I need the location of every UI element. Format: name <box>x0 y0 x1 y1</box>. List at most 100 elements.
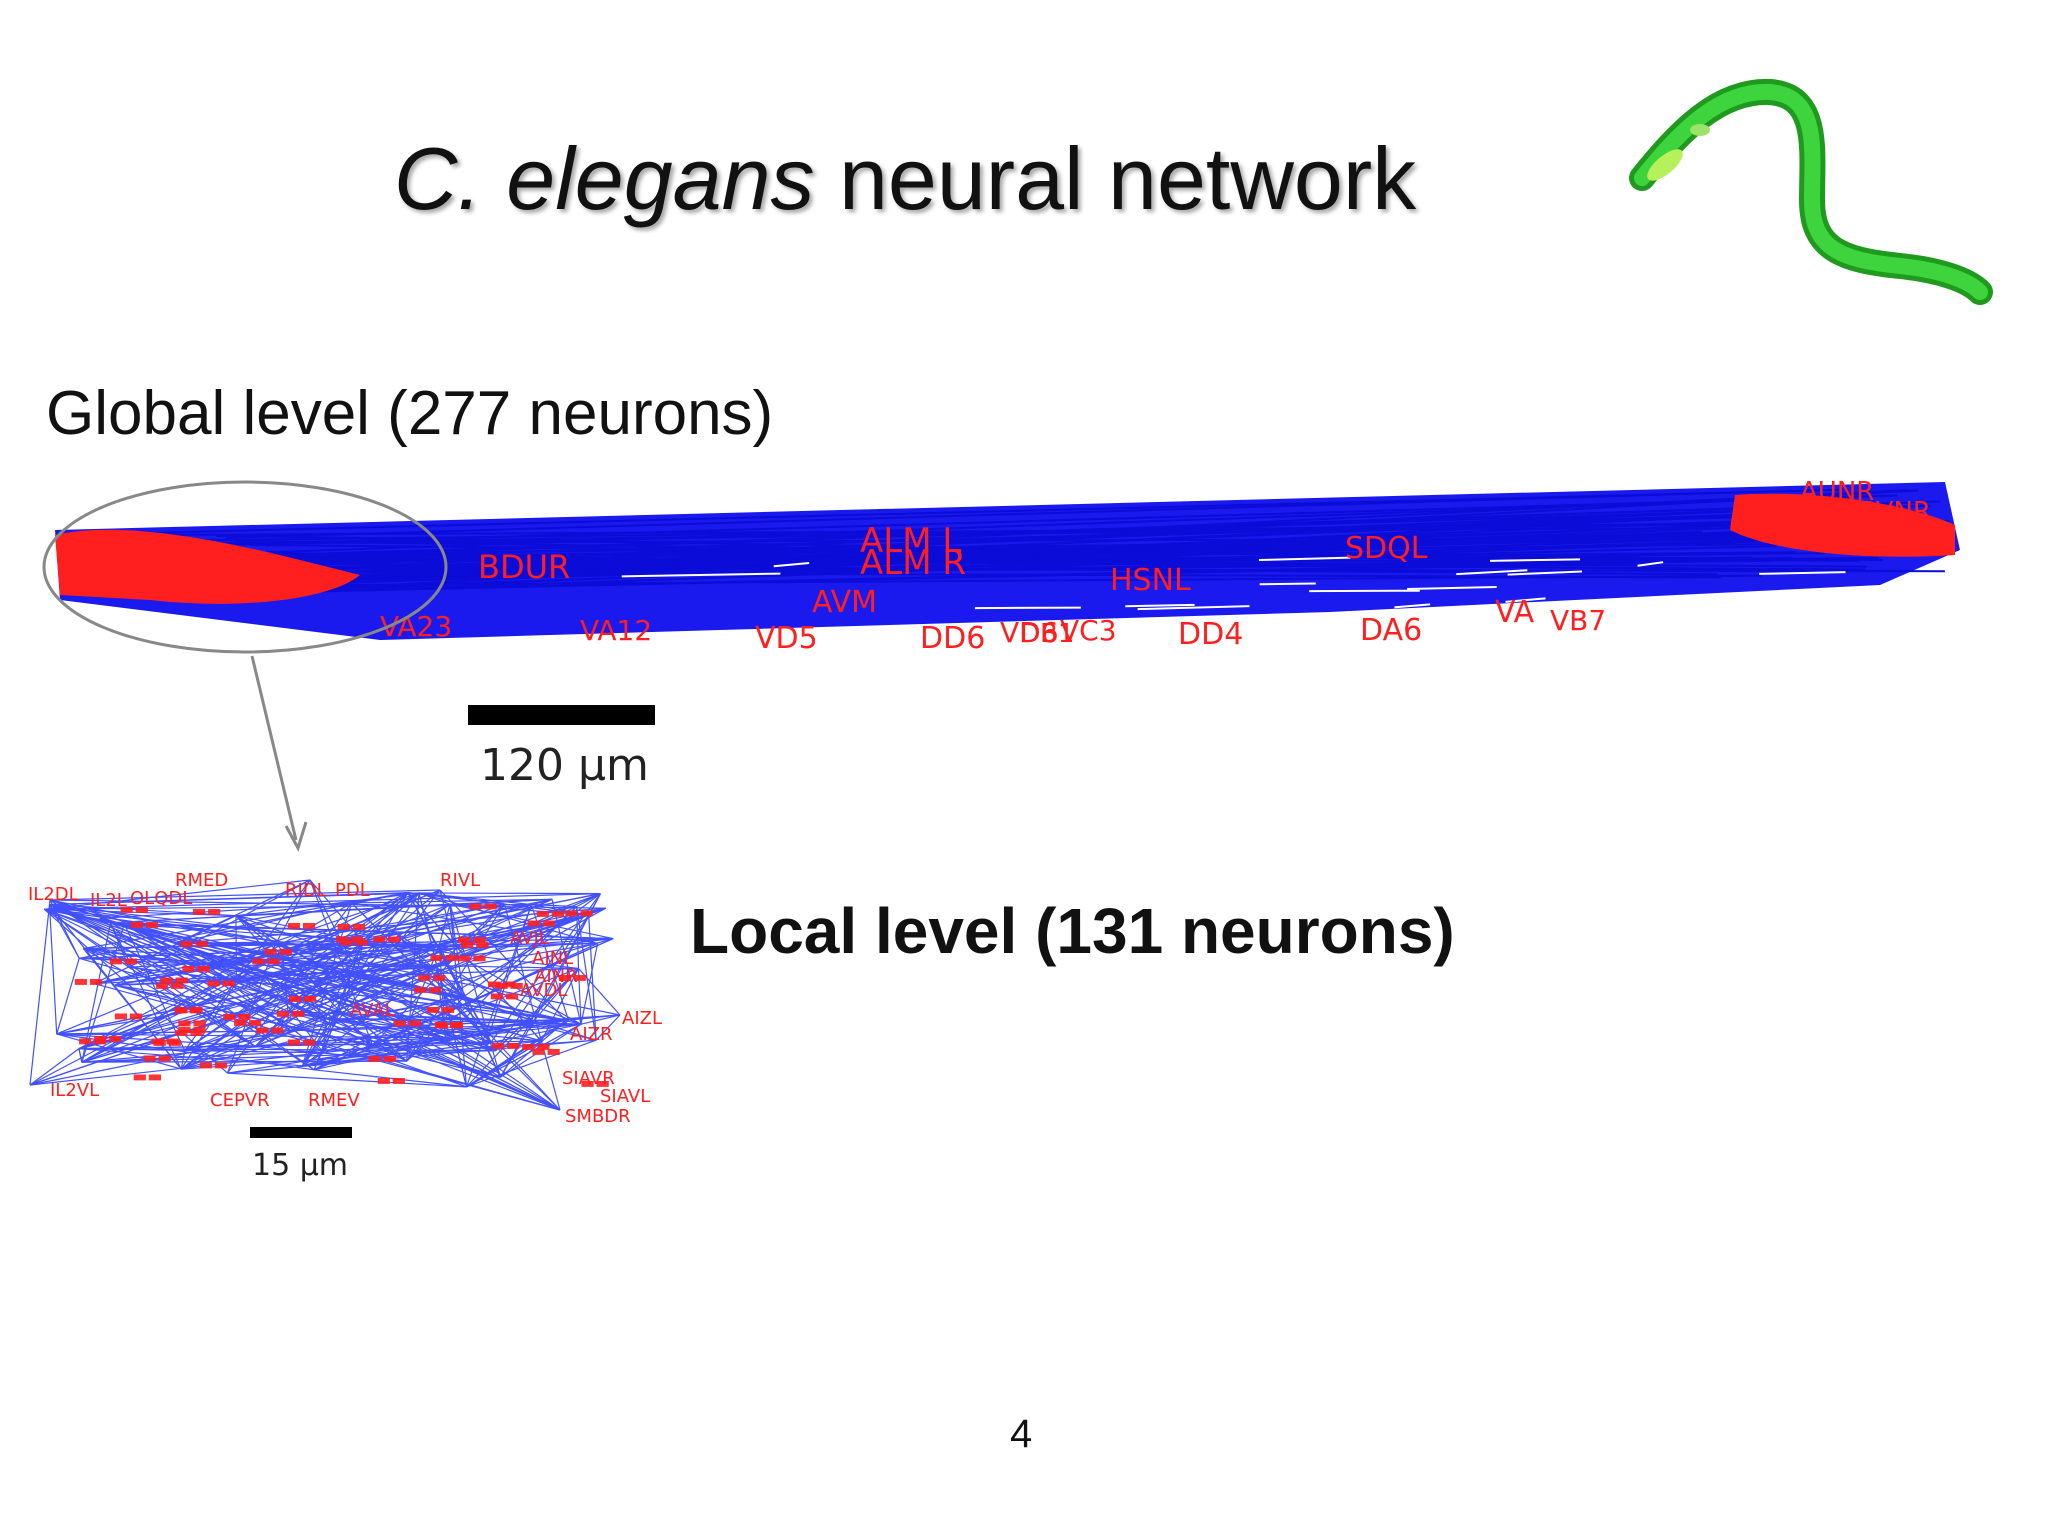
global-neuron-label: HSNL <box>1110 563 1191 598</box>
tail-label-cluster <box>1730 493 1955 557</box>
local-label-clutter: ▬▬ <box>142 1048 172 1067</box>
local-label-clutter: ▬▬ <box>367 1048 397 1067</box>
local-label-clutter: ▬▬ <box>489 986 519 1005</box>
local-neuron-label: AINL <box>532 948 573 969</box>
global-neuron-label: VA12 <box>580 614 652 647</box>
local-label-clutter: ▬▬ <box>119 899 149 918</box>
local-label-clutter: ▬▬ <box>108 950 138 969</box>
local-scale-bar <box>250 1127 352 1138</box>
local-label-clutter: ▬▬ <box>255 1020 285 1039</box>
local-label-clutter: ▬▬ <box>179 933 209 952</box>
local-label-clutter: ▬▬ <box>531 1041 561 1060</box>
global-neuron-label: DA6 <box>1360 613 1422 648</box>
global-neuron-label: PVNR <box>1860 497 1931 527</box>
local-label-clutter: ▬▬ <box>457 947 487 966</box>
page-number: 4 <box>1010 1412 1033 1456</box>
local-label-clutter: ▬▬ <box>263 941 293 960</box>
global-neuron-label: VA <box>1495 595 1535 630</box>
local-label-clutter: ▬▬ <box>113 1005 143 1024</box>
local-label-clutter: ▬▬ <box>177 1019 207 1038</box>
local-label-clutter: ▬▬ <box>376 1070 406 1089</box>
local-neuron-label: SIAVR <box>562 1068 615 1089</box>
local-label-clutter: ▬▬ <box>287 988 317 1007</box>
local-scale-label: 15 μm <box>252 1148 349 1183</box>
local-neuron-label: AVAL <box>350 1000 395 1021</box>
global-neuron-label: AVM <box>812 585 877 620</box>
local-label-clutter: ▬▬ <box>494 975 524 994</box>
local-label-clutter: ▬▬ <box>129 914 159 933</box>
local-label-clutter: ▬▬ <box>286 1032 316 1051</box>
local-label-clutter: ▬▬ <box>150 1031 180 1050</box>
local-label-clutter: ▬▬ <box>155 975 185 994</box>
global-neuron-label: DD6 <box>920 621 985 656</box>
local-neuron-label: RIVL <box>440 870 480 891</box>
title-species: C. elegans <box>393 129 815 228</box>
local-label-clutter: ▬▬ <box>78 1031 108 1050</box>
local-neuron-label: IL2DL <box>28 884 79 905</box>
local-label-clutter: ▬▬ <box>159 970 189 989</box>
local-neuron-label: IL2VL <box>50 1080 99 1101</box>
local-neuron-label: RMED <box>175 870 228 891</box>
local-label-clutter: ▬▬ <box>580 1073 610 1092</box>
local-neuron-label: SIAVL <box>600 1086 650 1107</box>
local-label-clutter: ▬▬ <box>468 896 498 915</box>
global-neuron-label: SDQL <box>1345 531 1428 566</box>
local-label-clutter: ▬▬ <box>392 1013 422 1032</box>
local-neuron-label: AINR <box>534 966 578 987</box>
local-label-clutter: ▬▬ <box>417 967 447 986</box>
local-label-clutter: ▬▬ <box>456 929 486 948</box>
local-label-clutter: ▬▬ <box>334 928 364 947</box>
local-neuron-label: CEPVR <box>210 1090 270 1111</box>
local-label-clutter: ▬▬ <box>413 979 443 998</box>
local-label-clutter: ▬▬ <box>191 901 221 920</box>
local-label-clutter: ▬▬ <box>206 973 236 992</box>
local-label-clutter: ▬▬ <box>177 1013 207 1032</box>
local-label-clutter: ▬▬ <box>487 974 517 993</box>
global-neuron-label: AUNR <box>1800 477 1874 507</box>
global-neuron-label: BDUR <box>478 548 570 586</box>
local-label-clutter: ▬▬ <box>564 903 594 922</box>
global-neuron-label: ALM R <box>860 543 966 583</box>
local-neuron-label: RIDL <box>285 880 327 901</box>
local-label-clutter: ▬▬ <box>233 1012 263 1031</box>
local-neuron-label: AIZL <box>622 1008 662 1029</box>
local-label-clutter: ▬▬ <box>372 928 402 947</box>
local-label-clutter: ▬▬ <box>132 1066 162 1085</box>
title-rest: neural network <box>814 129 1417 228</box>
local-neuron-label: RMEV <box>308 1090 360 1111</box>
local-neuron-label: SMBDR <box>565 1106 631 1127</box>
global-neuron-label: DB1 <box>1020 619 1074 649</box>
local-neuron-label: IL2L <box>90 890 127 911</box>
local-label-clutter: ▬▬ <box>557 967 587 986</box>
local-neuron-label: AVDL <box>520 980 567 1001</box>
local-neuron-label: AVJL <box>510 928 549 949</box>
local-label-clutter: ▬▬ <box>275 1003 305 1022</box>
local-neuron-label: PDL <box>335 880 370 901</box>
global-neuron-label: DD4 <box>1178 617 1243 652</box>
global-neuron-label: VC3 <box>1060 614 1117 647</box>
local-label-clutter: ▬▬ <box>93 1028 123 1047</box>
local-label-clutter: ▬▬ <box>526 913 556 932</box>
local-label-clutter: ▬▬ <box>429 947 459 966</box>
local-label-clutter: ▬▬ <box>173 1000 203 1019</box>
worm-illustration <box>1629 78 1993 305</box>
local-label-clutter: ▬▬ <box>286 915 316 934</box>
local-label-clutter: ▬▬ <box>460 934 490 953</box>
local-label-clutter: ▬▬ <box>152 1032 182 1051</box>
local-level-label: Local level (131 neurons) <box>690 895 1455 967</box>
local-label-clutter: ▬▬ <box>174 999 204 1018</box>
local-neuron-label: AIZR <box>570 1024 612 1045</box>
local-label-clutter: ▬▬ <box>490 1035 520 1054</box>
local-label-clutter: ▬▬ <box>336 916 366 935</box>
local-neuron-label: OLQDL <box>130 888 192 909</box>
local-label-clutter: ▬▬ <box>521 1036 551 1055</box>
zoom-ellipse <box>42 480 448 654</box>
local-label-clutter: ▬▬ <box>339 932 369 951</box>
local-label-clutter: ▬▬ <box>425 999 455 1018</box>
global-level-label: Global level (277 neurons) <box>46 379 774 448</box>
local-label-clutter: ▬▬ <box>73 971 103 990</box>
local-label-clutter: ▬▬ <box>198 1054 228 1073</box>
local-label-clutter: ▬▬ <box>181 958 211 977</box>
